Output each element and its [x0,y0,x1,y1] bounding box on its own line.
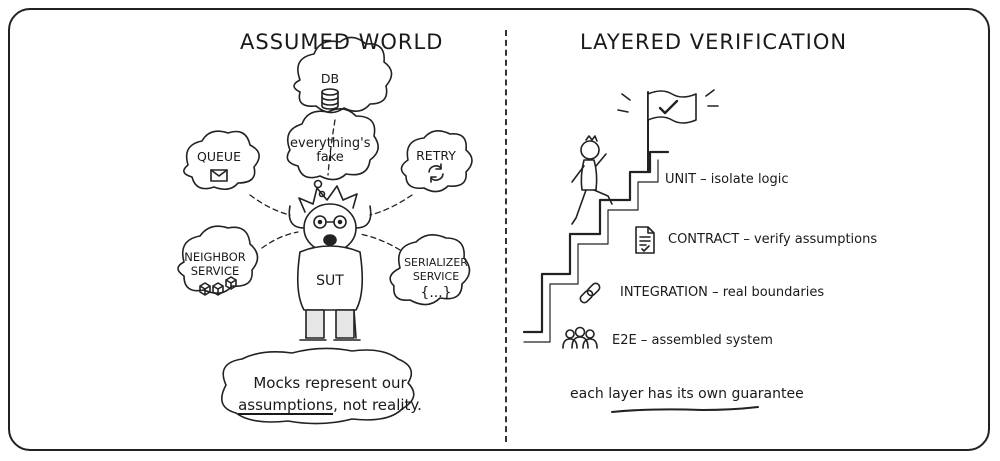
layer-e2e-sep: – [640,333,648,348]
layer-contract-desc: verify assumptions [753,232,878,247]
layer-contract-name: CONTRACT [668,232,740,247]
layer-integration-desc: real boundaries [722,285,825,300]
caption-emphasis: assumptions [238,396,334,414]
queue-label: QUEUE [197,149,241,164]
chain-link-icon [579,282,601,304]
layer-contract-sep: – [743,232,750,247]
thought-bubble [286,108,379,181]
braces-icon: {...} [420,285,452,301]
right-panel-title: LAYERED VERIFICATION [580,30,848,54]
layer-unit: UNIT – isolate logic [665,172,789,187]
layer-integration-sep: – [712,285,719,300]
thought-dot-2 [318,190,326,198]
layer-unit-sep: – [700,172,707,187]
thought-dot-1 [313,179,323,189]
refresh-icon [428,163,444,183]
dependency-connectors [249,119,413,251]
envelope-icon [210,169,228,182]
climber-figure [571,135,613,225]
layer-integration-name: INTEGRATION [620,285,708,300]
spiky-hair [298,185,358,213]
queue-cloud [183,130,260,191]
sut-label: SUT [316,273,344,289]
serializer-cloud [389,234,471,306]
db-cloud [293,36,393,114]
flag-icon [617,89,719,173]
cubes-icon [199,276,237,296]
footer-underline [611,406,759,413]
caption-cloud [220,347,415,425]
panel-frame [8,8,990,451]
layer-e2e-desc: assembled system [651,333,773,348]
sut-person [288,185,372,341]
caption-text: Mocks represent our assumptions, not rea… [230,372,430,416]
layer-unit-desc: isolate logic [710,172,789,187]
caption-line-1: Mocks represent our [253,374,407,392]
db-label: DB [320,71,340,86]
neighbor-cloud [177,225,259,294]
thought-bubble-text: everything's fake [290,136,371,165]
layer-e2e-name: E2E [612,333,637,348]
layer-integration: INTEGRATION – real boundaries [620,285,824,300]
neighbor-service-label: NEIGHBOR SERVICE [184,250,246,278]
layer-unit-name: UNIT [665,172,697,187]
panel-divider [505,30,507,442]
layer-e2e: E2E – assembled system [612,333,773,348]
retry-label: RETRY [416,148,456,163]
serializer-service-label: SERIALIZER SERVICE [404,256,468,283]
torso [296,245,364,311]
retry-cloud [400,130,473,193]
caption-line-2: , not reality. [333,396,422,414]
layer-contract: CONTRACT – verify assumptions [668,232,877,247]
staircase [522,150,670,343]
document-check-icon [635,226,655,254]
arms-up [288,205,372,229]
footer-note: each layer has its own guarantee [570,386,804,402]
database-icon [321,88,339,110]
people-group-icon [562,326,598,349]
